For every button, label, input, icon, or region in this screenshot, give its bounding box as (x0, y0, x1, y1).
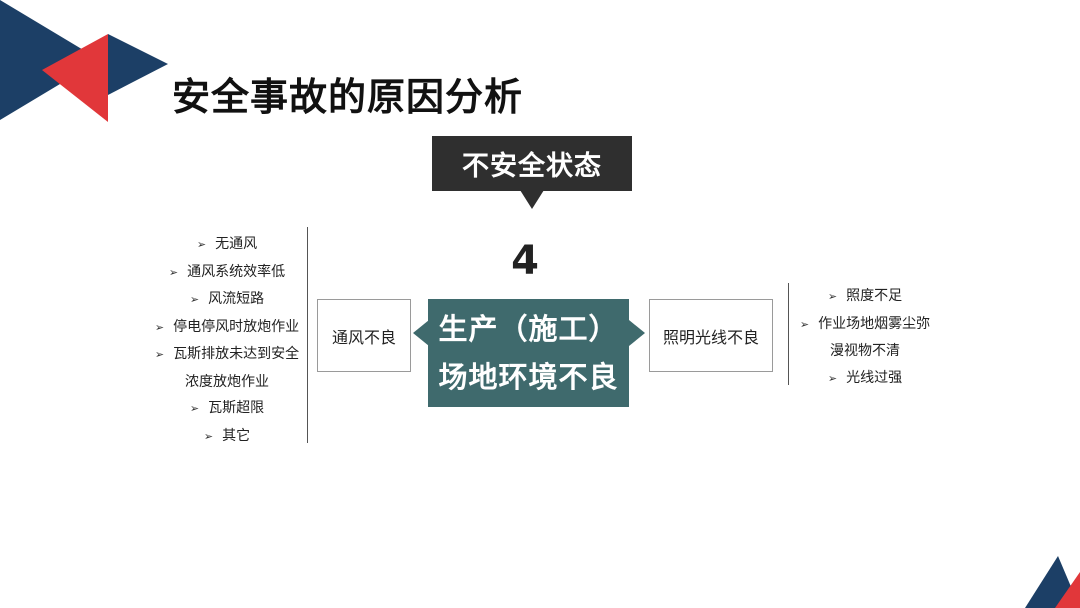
center-line-2: 场地环境不良 (438, 360, 619, 394)
list-item: ➢ 风流短路 (142, 286, 312, 314)
list-item-text: 瓦斯排放未达到安全 (173, 346, 300, 362)
ventilation-box: 通风不良 (317, 299, 411, 372)
arrow-bullet-icon: ➢ (799, 317, 810, 331)
top-left-navy-small-triangle (108, 34, 168, 95)
list-item: ➢ 停电停风时放炮作业 (142, 314, 312, 342)
list-item-text: 光线过强 (846, 369, 903, 386)
list-item-text: 作业场地烟雾尘弥 (818, 315, 931, 332)
right-cause-list: ➢ 照度不足 ➢ 作业场地烟雾尘弥漫视物不清 ➢ 光线过强 (790, 283, 940, 392)
center-left-arrow (413, 320, 429, 346)
list-item: ➢ 光线过强 (790, 365, 940, 393)
bottom-right-red-triangle (1055, 572, 1080, 608)
top-left-red-triangle (42, 34, 108, 122)
arrow-bullet-icon: ➢ (154, 320, 165, 334)
list-item-text: 照度不足 (846, 288, 903, 304)
arrow-bullet-icon: ➢ (168, 265, 179, 279)
arrow-bullet-icon: ➢ (189, 293, 200, 306)
list-item: ➢ 瓦斯排放未达到安全 (142, 341, 312, 369)
center-right-arrow (629, 320, 645, 346)
list-item: ➢ 通风系统效率低 (142, 259, 312, 287)
arrow-bullet-icon: ➢ (189, 402, 200, 415)
list-item-text: 漫视物不清 (830, 343, 900, 359)
top-left-navy-triangle (0, 0, 100, 120)
state-pointer (520, 190, 544, 209)
arrow-bullet-icon: ➢ (203, 429, 214, 443)
right-bracket-line (788, 283, 789, 385)
list-item-text: 通风系统效率低 (187, 263, 286, 280)
list-item-text: 其它 (222, 427, 251, 444)
list-item-text: 瓦斯超限 (208, 400, 265, 416)
unsafe-state-label: 不安全状态 (432, 136, 632, 191)
arrow-bullet-icon: ➢ (827, 290, 838, 303)
left-cause-list: ➢ 无通风 ➢ 通风系统效率低 ➢ 风流短路 ➢ 停电停风时放炮作业 ➢ 瓦斯排放未达到安全浓度放… (142, 231, 312, 450)
center-topic-box: 生产（施工） 场地环境不良 (428, 299, 629, 407)
list-item: ➢ 瓦斯超限 (142, 395, 312, 423)
list-item: ➢ 作业场地烟雾尘弥 (790, 311, 940, 339)
list-item-text: 停电停风时放炮作业 (173, 318, 300, 335)
list-item-text: 无通风 (215, 236, 258, 252)
list-item: ➢ 无通风 (142, 231, 312, 259)
list-item: ➢ 其它 (142, 423, 312, 451)
page-title: 安全事故的原因分析 (172, 75, 524, 119)
lighting-box: 照明光线不良 (649, 299, 773, 372)
center-line-1: 生产（施工） (438, 312, 619, 346)
list-item: 漫视物不清 (790, 338, 940, 365)
list-item: 浓度放炮作业 (142, 369, 312, 396)
arrow-bullet-icon: ➢ (154, 348, 165, 361)
list-item: ➢ 照度不足 (790, 283, 940, 311)
arrow-bullet-icon: ➢ (196, 238, 207, 251)
list-item-text: 风流短路 (208, 291, 265, 307)
left-bracket-line (307, 227, 308, 443)
item-number: 4 (511, 238, 539, 284)
arrow-bullet-icon: ➢ (827, 371, 838, 385)
list-item-text: 浓度放炮作业 (185, 373, 269, 390)
